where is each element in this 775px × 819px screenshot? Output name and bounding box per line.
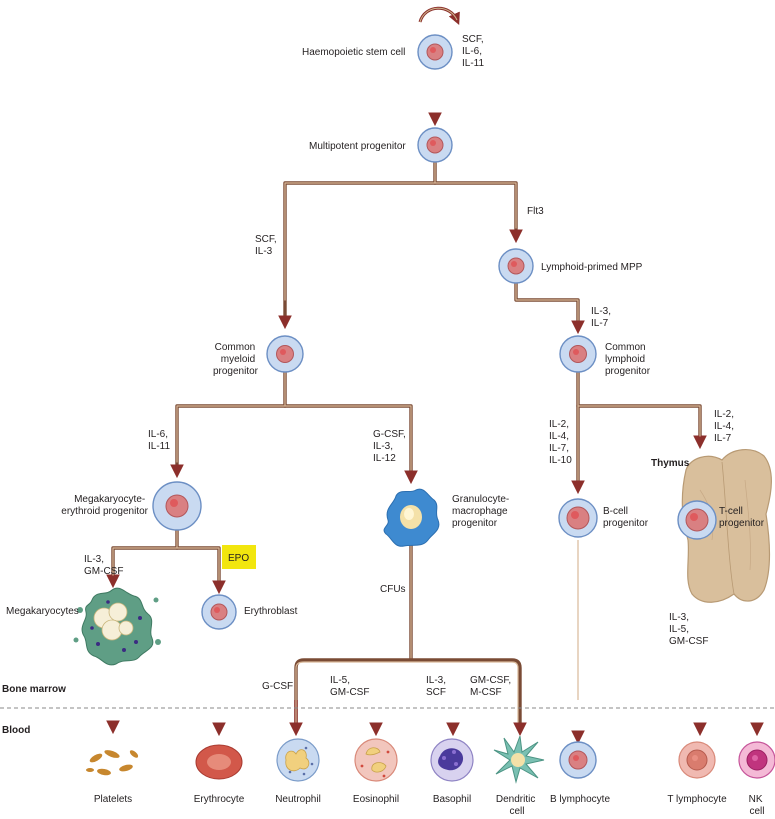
dend-factors: GM-CSF, M-CSF bbox=[470, 675, 514, 698]
dendritic-cell bbox=[493, 735, 545, 784]
clp-cell bbox=[559, 335, 597, 373]
hsc-factors: SCF, IL-6, IL-11 bbox=[462, 34, 486, 69]
cmp-factors: SCF, IL-3 bbox=[255, 234, 279, 257]
tlymph-factors: IL-3, IL-5, GM-CSF bbox=[669, 612, 708, 647]
t-progenitor-cell bbox=[677, 500, 717, 540]
neutrophil-cell bbox=[276, 738, 320, 782]
bprog-label: B-cell progenitor bbox=[603, 506, 649, 529]
mega-factors: IL-3, GM-CSF bbox=[84, 554, 123, 577]
platelets-label: Platelets bbox=[94, 794, 132, 805]
nk-cell bbox=[738, 741, 775, 779]
mpp-label: Multipotent progenitor bbox=[309, 141, 406, 152]
neutrophil-label: Neutrophil bbox=[275, 794, 321, 805]
lineage-lines bbox=[106, 6, 764, 745]
eosinophil-label: Eosinophil bbox=[353, 794, 399, 805]
thymus-label: Thymus bbox=[651, 458, 690, 469]
tprog-label: T-cell progenitor bbox=[719, 506, 765, 529]
basophil-label: Basophil bbox=[433, 794, 471, 805]
eosinophil-cell bbox=[354, 738, 398, 782]
b-progenitor-cell bbox=[558, 498, 598, 538]
megakaryocytes-label: Megakaryocytes bbox=[6, 606, 79, 617]
mpp-cell bbox=[417, 127, 453, 163]
gmp-label: Granulocyte- macrophage progenitor bbox=[452, 494, 512, 529]
bone-marrow-label: Bone marrow bbox=[2, 684, 66, 695]
cmp-label: Common myeloid progenitor bbox=[213, 342, 259, 377]
erythroblast-cell bbox=[201, 594, 237, 630]
baso-factors: IL-3, SCF bbox=[426, 675, 449, 698]
erythroblast-label: Erythroblast bbox=[244, 606, 298, 617]
clp-label: Common lymphoid progenitor bbox=[605, 342, 651, 377]
bprog-factors: IL-2, IL-4, IL-7, IL-10 bbox=[549, 419, 572, 466]
gmp-cell bbox=[383, 488, 440, 547]
eos-factors: IL-5, GM-CSF bbox=[330, 675, 369, 698]
basophil-cell bbox=[430, 738, 474, 782]
tprog-factors: IL-2, IL-4, IL-7 bbox=[714, 409, 737, 444]
cfus-label: CFUs bbox=[380, 584, 406, 595]
megakaryocyte-cell bbox=[73, 587, 161, 666]
clp-factors: IL-3, IL-7 bbox=[591, 306, 614, 329]
epo-label: EPO bbox=[228, 553, 249, 564]
erythrocyte-cell bbox=[195, 744, 243, 780]
blood-label: Blood bbox=[2, 725, 30, 736]
mep-cell bbox=[152, 481, 202, 531]
lmpp-cell bbox=[498, 248, 534, 284]
t-lymphocyte-cell bbox=[678, 741, 716, 779]
lmpp-label: Lymphoid-primed MPP bbox=[541, 262, 643, 273]
flt3-label: Flt3 bbox=[527, 206, 544, 217]
epo-box bbox=[222, 545, 256, 569]
nk-label: NK cell bbox=[749, 794, 766, 817]
mep-factors: IL-6, IL-11 bbox=[148, 429, 171, 452]
hsc-cell bbox=[417, 34, 453, 70]
cmp-cell bbox=[266, 335, 304, 373]
neut-factor: G-CSF bbox=[262, 681, 293, 692]
erythrocyte-label: Erythrocyte bbox=[194, 794, 245, 805]
blymph-label: B lymphocyte bbox=[550, 794, 610, 805]
gmp-factors: G-CSF, IL-3, IL-12 bbox=[373, 429, 409, 464]
tlymph-label: T lymphocyte bbox=[667, 794, 727, 805]
labels: Haemopoietic stem cell SCF, IL-6, IL-11 … bbox=[2, 34, 765, 817]
hsc-label: Haemopoietic stem cell bbox=[302, 47, 405, 58]
b-lymphocyte-cell bbox=[559, 741, 597, 779]
platelets-cells bbox=[86, 750, 139, 776]
dendritic-label: Dendritic cell bbox=[496, 794, 538, 817]
mep-label: Megakaryocyte- erythroid progenitor bbox=[61, 494, 148, 517]
